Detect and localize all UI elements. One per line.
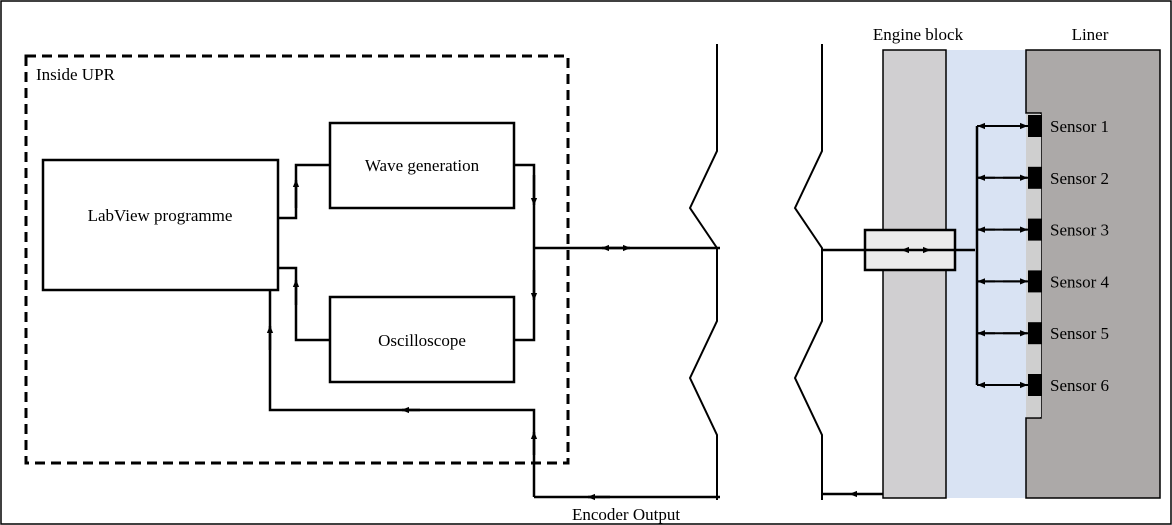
- sensor-label: Sensor 2: [1050, 169, 1109, 188]
- sensor-group: Sensor 1 Sensor 2 Sensor 3 Sensor 4 Sensor 5…: [977, 115, 1110, 396]
- wave-generation-label: Wave generation: [365, 156, 480, 175]
- wave-generation-box: [328, 121, 516, 210]
- upr-boundary: [24, 54, 570, 465]
- sensor-label: Sensor 3: [1050, 221, 1109, 240]
- break-line-right: [793, 44, 823, 500]
- engine-block-label: Engine block: [873, 25, 964, 44]
- liner-recess: [1026, 114, 1041, 417]
- sensor-element: [1028, 374, 1042, 396]
- sensor-element: [1028, 218, 1042, 241]
- sensor-element: [1028, 166, 1042, 189]
- labview-to-wave-line: [278, 163, 330, 220]
- encoder-output-label: Encoder Output: [572, 505, 680, 524]
- liner: [1025, 49, 1161, 499]
- sensor-element: [1028, 322, 1042, 345]
- sensor-label: Sensor 6: [1050, 376, 1109, 395]
- coolant-gap: [946, 50, 1026, 498]
- break-line-left: [688, 44, 718, 500]
- sensor-label: Sensor 1: [1050, 117, 1109, 136]
- sensor-label: Sensor 4: [1050, 272, 1110, 291]
- oscilloscope-to-labview-line: [278, 266, 330, 342]
- sensor-label: Sensor 5: [1050, 324, 1109, 343]
- labview-label: LabView programme: [88, 206, 233, 225]
- liner-label: Liner: [1072, 25, 1109, 44]
- engine-block: [882, 49, 947, 499]
- inside-upr-label: Inside UPR: [36, 65, 116, 84]
- sensor-element: [1028, 115, 1042, 137]
- bus-vertical-line: [514, 163, 536, 342]
- labview-box: [41, 158, 280, 292]
- sensor-element: [1028, 270, 1042, 293]
- oscilloscope-label: Oscilloscope: [378, 331, 466, 350]
